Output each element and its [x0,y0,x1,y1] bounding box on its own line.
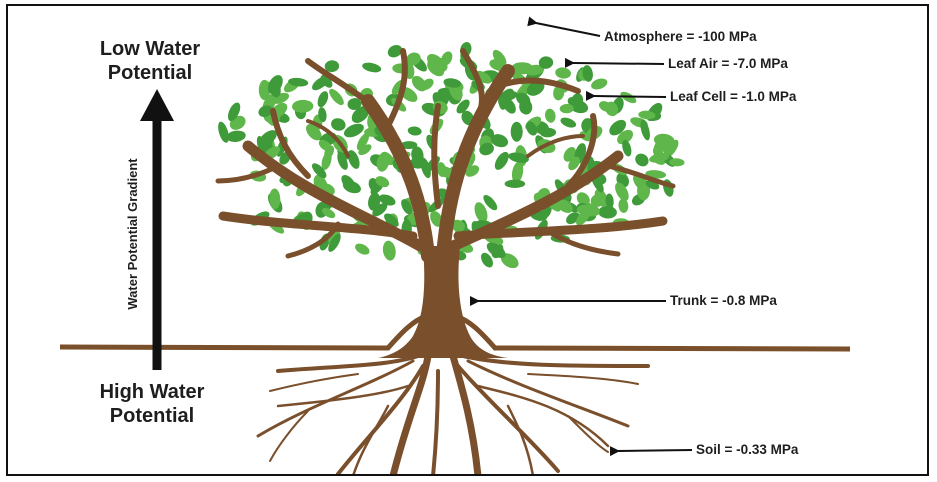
diagram-frame: Water Potential Gradient Atmosphere = -1… [6,4,929,476]
leaf [407,126,422,137]
leaf-air-label: Leaf Air = -7.0 MPa [668,56,788,71]
roots [258,356,648,476]
leaf [361,61,382,74]
leaf [598,205,617,219]
leaf [315,90,330,109]
gradient-label: Water Potential Gradient [125,158,140,310]
leaf [505,180,526,188]
leaf [330,117,347,133]
leaf [544,108,557,124]
leaf-cell-label: Leaf Cell = -1.0 MPa [670,89,797,104]
leaf-cell-arrow [594,96,666,97]
trunk-label: Trunk = -0.8 MPa [670,293,777,308]
leaf [353,241,371,257]
low-water-potential-label: Low Water Potential [50,37,250,85]
atmosphere-arrow [536,23,600,36]
low-label-line-1: Low Water [50,37,250,61]
soil-arrow [618,450,692,451]
leaf [590,77,609,92]
leaf [327,87,347,108]
high-water-potential-label: High Water Potential [52,380,252,428]
leaf [511,122,523,142]
leaf [555,66,572,79]
atmosphere-label: Atmosphere = -100 MPa [604,29,757,44]
leaf [507,151,530,165]
soil-label: Soil = -0.33 MPa [696,442,799,457]
high-label-line-1: High Water [52,380,252,404]
gradient-arrow-head [140,89,174,121]
leaf [559,116,577,130]
low-label-line-2: Potential [50,61,250,85]
leaf-air-arrow [573,63,664,64]
leaf [492,150,512,173]
leaf [633,151,651,169]
leaf [382,240,398,262]
high-label-line-2: Potential [52,404,252,428]
